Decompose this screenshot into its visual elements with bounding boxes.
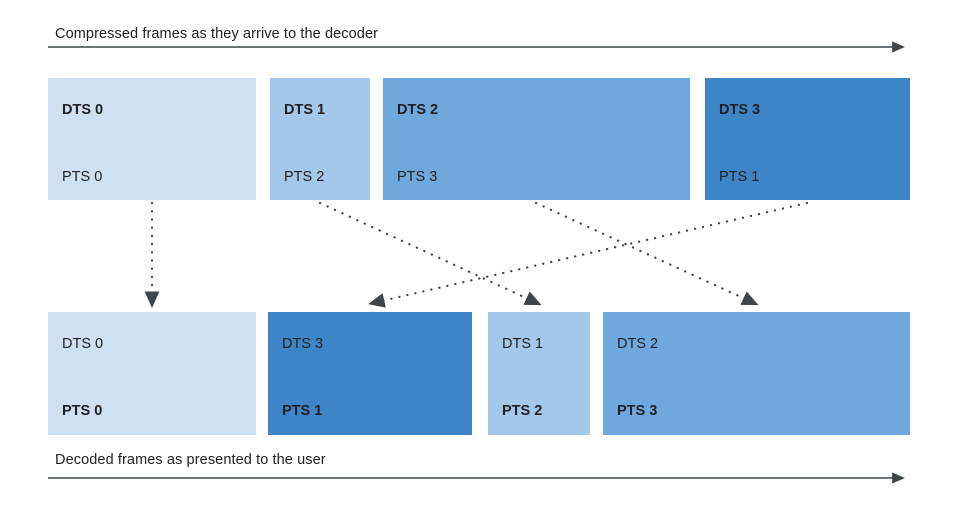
frame-pts-label: PTS 1	[719, 169, 760, 185]
frame-pts-label: PTS 2	[502, 403, 543, 419]
compressed-frame-2: DTS 2 PTS 3	[383, 78, 690, 200]
frame-pts-label: PTS 2	[284, 169, 325, 185]
frame-dts-label: DTS 0	[62, 102, 104, 118]
bottom-timeline-caption: Decoded frames as presented to the user	[55, 452, 326, 468]
reorder-arrow-dts3-pts1	[368, 201, 809, 308]
top-timeline-caption: Compressed frames as they arrive to the …	[55, 26, 379, 42]
frame-dts-label: DTS 1	[284, 102, 326, 118]
frame-dts-label: DTS 2	[617, 336, 659, 352]
decoded-frame-2: DTS 1 PTS 2	[488, 312, 590, 435]
decoded-frame-3: DTS 2 PTS 3	[603, 312, 910, 435]
frame-dts-label: DTS 3	[282, 336, 324, 352]
frame-pts-label: PTS 3	[397, 169, 438, 185]
frame-dts-label: DTS 0	[62, 336, 104, 352]
reorder-arrow-dts1-pts2	[318, 201, 542, 306]
frame-pts-label: PTS 3	[617, 403, 658, 419]
compressed-frame-3: DTS 3 PTS 1	[705, 78, 910, 200]
decoded-frame-0: DTS 0 PTS 0	[48, 312, 256, 435]
frame-pts-label: PTS 1	[282, 403, 323, 419]
frame-pts-label: PTS 0	[62, 169, 103, 185]
reorder-arrow-dts2-pts3	[534, 201, 759, 306]
compressed-frame-0: DTS 0 PTS 0	[48, 78, 256, 200]
frame-dts-label: DTS 2	[397, 102, 439, 118]
frame-pts-label: PTS 0	[62, 403, 103, 419]
decoded-frame-1: DTS 3 PTS 1	[268, 312, 472, 435]
compressed-frame-1: DTS 1 PTS 2	[270, 78, 370, 200]
frame-dts-label: DTS 3	[719, 102, 761, 118]
frame-dts-label: DTS 1	[502, 336, 544, 352]
